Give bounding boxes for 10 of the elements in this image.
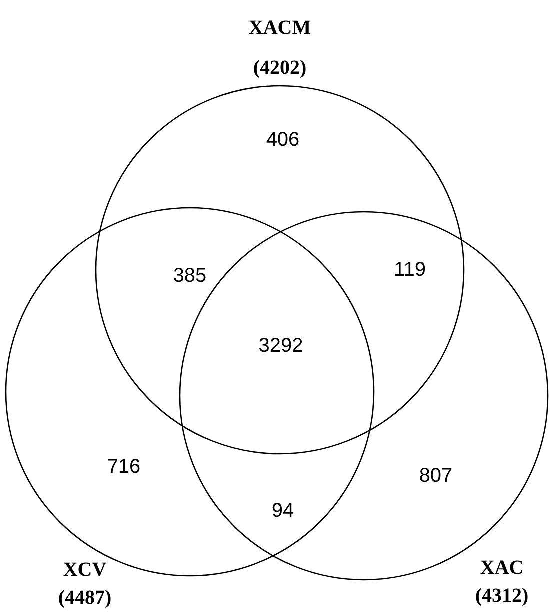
region-count: 385 bbox=[173, 266, 207, 286]
region-count: 94 bbox=[272, 501, 294, 521]
region-count: 3292 bbox=[258, 336, 304, 356]
region-count: 406 bbox=[266, 130, 300, 150]
set-label: XCV (4487) bbox=[57, 558, 113, 611]
region-count: 119 bbox=[394, 260, 426, 280]
region-count: 716 bbox=[107, 457, 141, 477]
set-label: XAC (4312) bbox=[474, 556, 530, 609]
region-count: 807 bbox=[419, 466, 453, 486]
set-label: XACM (4202) bbox=[248, 16, 312, 81]
